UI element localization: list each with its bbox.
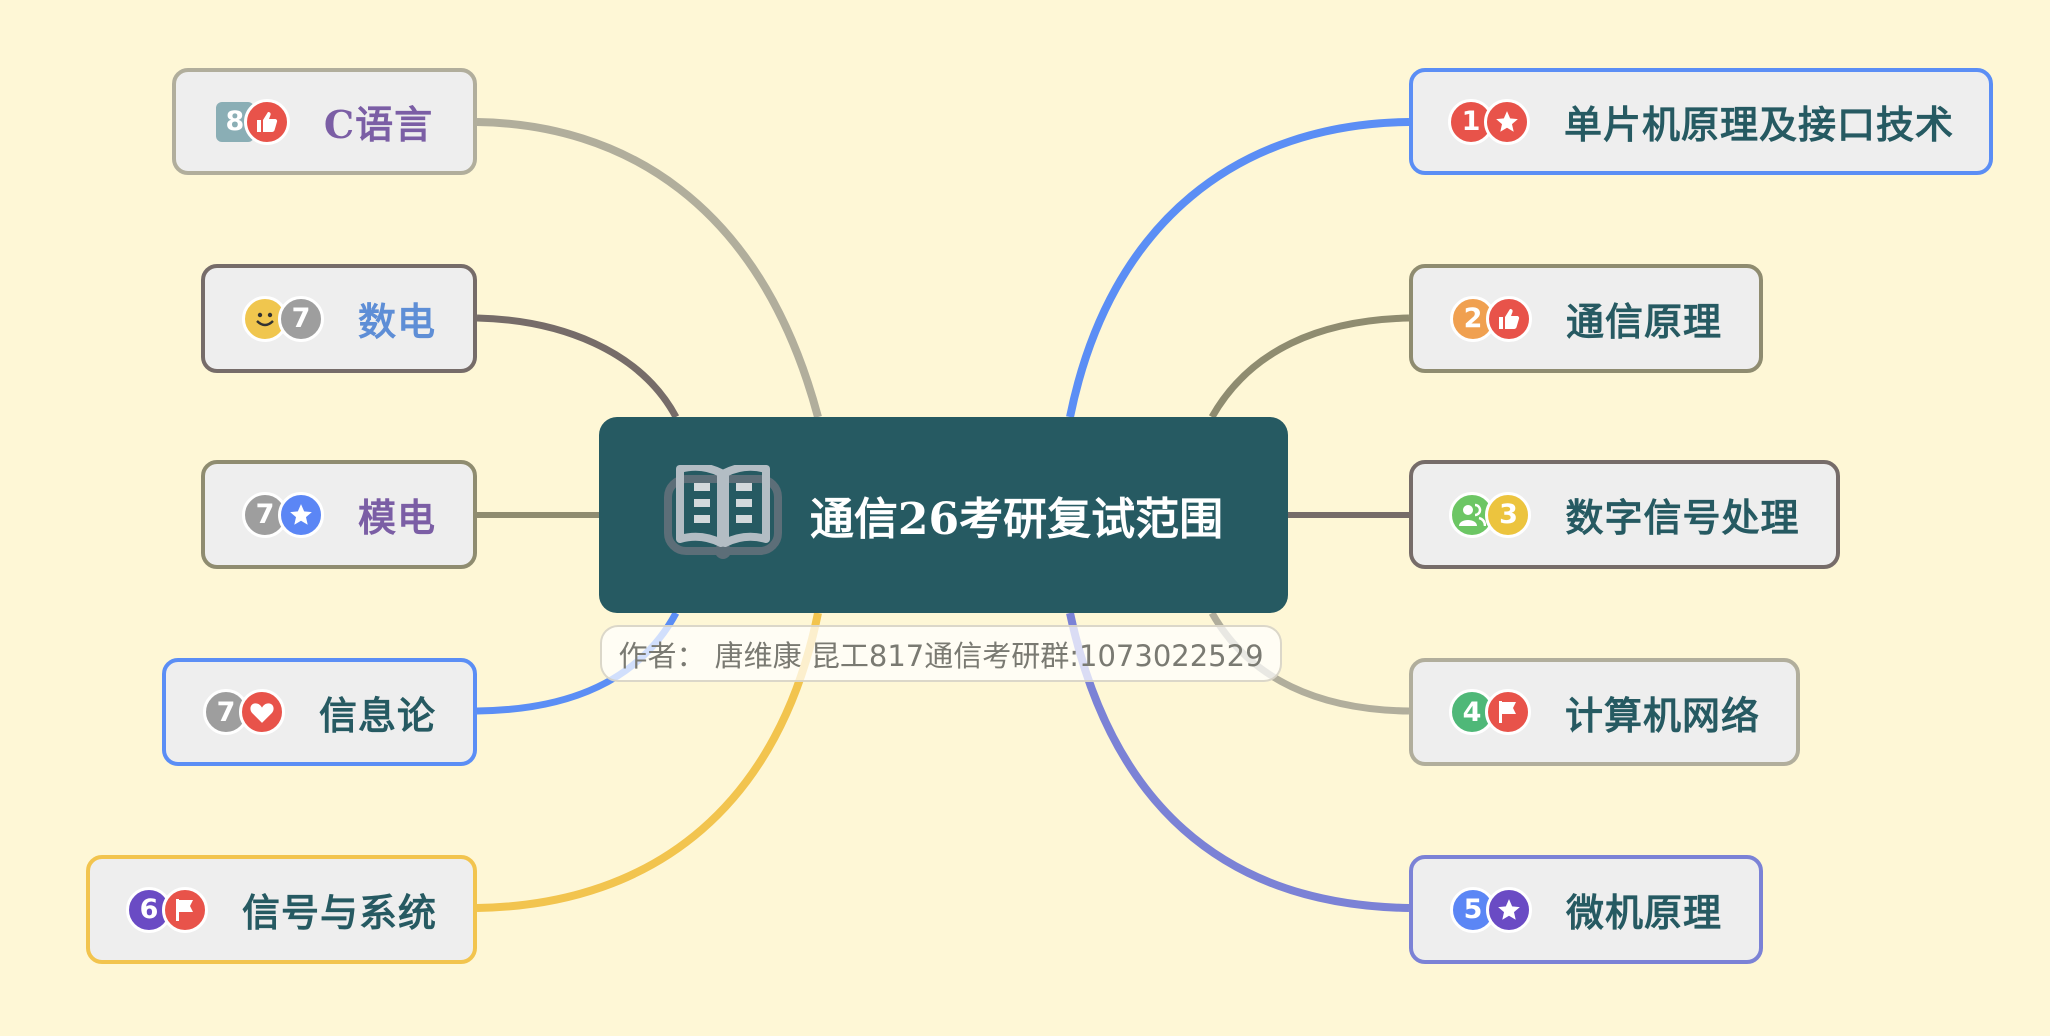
star-icon [1485,886,1532,933]
link-microcomputer [1066,612,1410,912]
topic-label: 数电 [357,300,436,344]
priority-3-icon: 3 [1485,491,1532,538]
priority-7-icon: 7 [277,295,324,342]
topic-info-theory[interactable]: 7 信息论 [162,658,477,766]
topic-label: 数字信号处理 [1565,496,1800,540]
heart-icon [238,689,285,735]
thumbs-up-icon [243,98,290,145]
marker-group: 8 [215,98,290,145]
topic-label: 单片机原理及接口技术 [1563,103,1954,147]
topic-c-lang[interactable]: 8 C语言 [172,68,477,175]
marker-group: 4 [1448,689,1531,735]
topic-label: 通信原理 [1565,300,1722,344]
marker-group: 3 [1449,491,1532,538]
thumbs-up-icon [1485,295,1532,342]
star-icon [277,491,324,538]
topic-signals-systems[interactable]: 6 信号与系统 [86,855,477,964]
topic-label: 模电 [357,496,436,540]
marker-group: 7 [241,491,324,538]
topic-label: 微机原理 [1565,891,1722,935]
topic-comm-principles[interactable]: 2 通信原理 [1409,264,1763,373]
topic-mcu[interactable]: 1 单片机原理及接口技术 [1409,68,1993,175]
topic-dsp[interactable]: 3 数字信号处理 [1409,460,1840,569]
author-note: 作者： 唐维康 昆工817通信考研群:1073022529 [600,625,1282,682]
marker-group: 6 [125,886,208,933]
topic-label: 计算机网络 [1564,693,1760,738]
link-c-lang [476,118,822,419]
topic-label: 信号与系统 [241,891,437,935]
central-topic[interactable]: 通信26考研复试范围 [599,417,1288,613]
marker-group: 1 [1447,98,1530,145]
topic-label: 信息论 [318,693,436,738]
central-title: 通信26考研复试范围 [809,494,1224,545]
flag-icon [161,886,208,933]
star-icon [1483,98,1530,145]
link-mcu [1066,118,1410,418]
topic-microcomputer[interactable]: 5 微机原理 [1409,855,1763,964]
marker-group: 7 [202,689,285,735]
book-icon [663,462,782,565]
marker-group: 5 [1449,886,1532,933]
link-signals-systems [476,612,822,912]
topic-analog-elec[interactable]: 7 模电 [201,460,477,569]
marker-group: 7 [241,295,324,342]
topic-networks[interactable]: 4 计算机网络 [1409,658,1800,766]
link-comm-principles [1208,314,1410,419]
marker-group: 2 [1449,295,1532,342]
link-digital-elec [476,314,680,419]
topic-label: C语言 [323,102,434,147]
flag-icon [1484,689,1531,735]
topic-digital-elec[interactable]: 7 数电 [201,264,477,373]
